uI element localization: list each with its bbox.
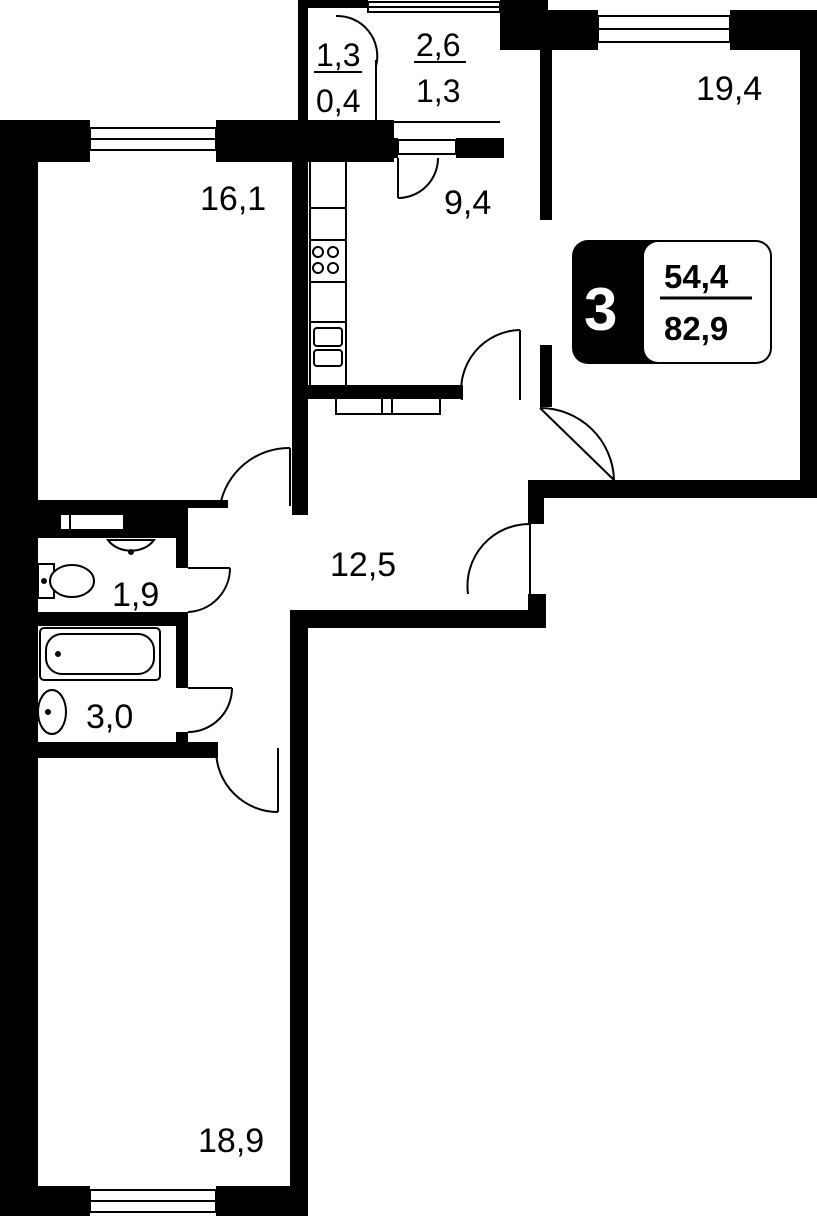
room-count: 3 [584,276,617,343]
door-balcony [397,157,439,199]
wc-sink-icon [106,539,156,555]
wall-top-right [540,10,598,50]
wall-bath-right [176,612,188,688]
wall-balcony-left [298,0,308,125]
living-area: 54,4 [664,258,729,295]
window-balcony [367,1,501,13]
room-area-balcony-a-top: 1,3 [316,37,360,73]
bathtub-icon [39,627,161,681]
wall-balcony-top-a [298,0,368,8]
door-left-bedroom [219,446,291,507]
toilet-icon [37,563,95,599]
room-labels: 16,1 19,4 9,4 12,5 1,9 3,0 18,9 1,3 0,4 … [86,27,762,1160]
wall-bath-right-b [176,732,188,744]
wall-hall-right-a [528,480,544,524]
door-bottom-bedroom [215,748,279,813]
doors [187,14,615,813]
window-kitchen [397,139,457,155]
wall-right-bedroom-bottom [528,480,817,498]
wall-left-bedroom-bottom [38,500,228,508]
door-bath [187,687,233,733]
room-area-hallway: 12,5 [330,546,396,584]
window-right-bedroom [597,15,731,43]
wall-kitchen-top-2 [456,138,504,158]
room-area-bedroom-right-top: 19,4 [696,70,762,108]
door-wc [187,567,232,613]
room-area-balcony-b-bottom: 1,3 [416,73,460,109]
badge-light-block [644,242,770,362]
wall-bottom-bedroom-right [290,610,308,1216]
bath-sink-icon [37,689,67,735]
total-area: 82,9 [664,310,728,347]
kitchen-sink-icon [313,327,343,367]
wall-bottom-bedroom-top [188,742,218,758]
wall-kitchen-left [292,145,308,515]
area-badge: 3 54,4 82,9 [572,240,772,364]
radiator-wc [59,513,125,531]
wall-wc-bath-divider [38,612,188,626]
door-kitchen [460,329,521,401]
fixtures [37,60,500,735]
window-bottom-bedroom [89,1189,217,1213]
room-area-balcony-a-bottom: 0,4 [316,83,360,119]
kitchen-counter [309,159,347,389]
room-area-balcony-b-top: 2,6 [416,27,460,63]
wall-bottom [0,1186,90,1216]
wall-left [0,120,38,1216]
wall-right [800,10,817,498]
wall-hall-bottom [290,610,546,628]
wall-kitchen-top [308,138,398,158]
wall-bottom-2 [216,1186,308,1216]
radiator-kitchen [335,397,441,415]
wall-bath-bottom [38,742,188,758]
room-area-bedroom-bottom: 18,9 [198,1122,264,1160]
room-area-bathroom: 3,0 [86,698,133,736]
stove-icon [312,246,339,274]
wall-top-left [0,120,90,162]
room-area-toilet: 1,9 [112,576,159,614]
windows [89,1,731,1213]
door-entrance [466,522,531,595]
wall-kitchen-right-2 [540,345,552,407]
window-left-bedroom [89,127,217,151]
door-right-bedroom [539,407,615,481]
room-area-bedroom-left-top: 16,1 [200,180,266,218]
room-area-kitchen: 9,4 [444,184,491,222]
wall-kitchen-right [540,50,552,220]
balcony-partition [308,60,500,123]
wall-wc-right [176,508,188,568]
